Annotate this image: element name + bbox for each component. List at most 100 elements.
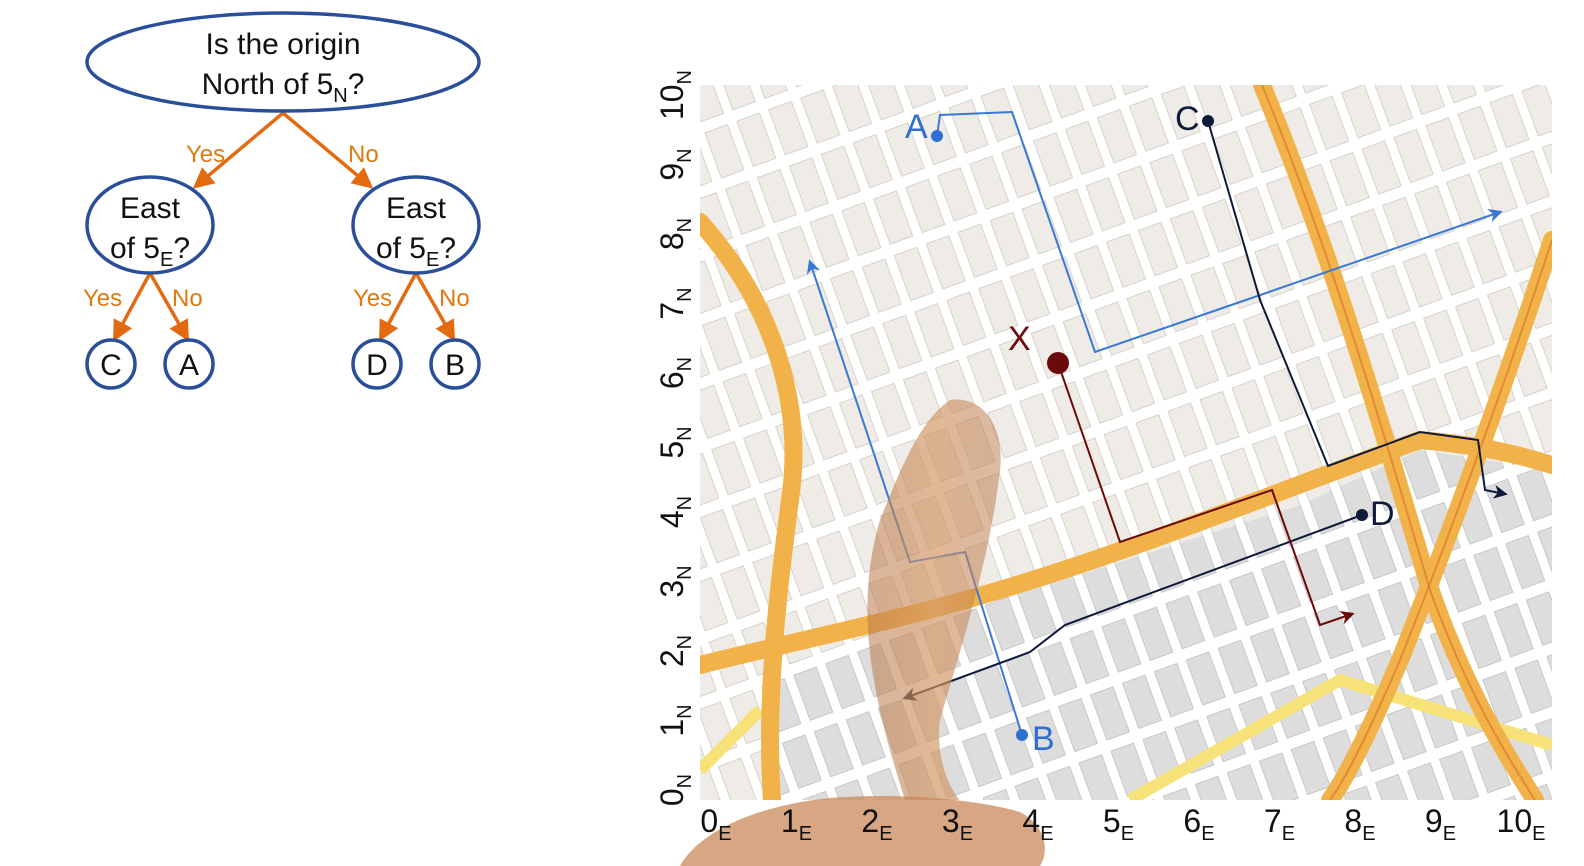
y-axis-label-6: 6N bbox=[654, 357, 696, 389]
left-node-line2-sub: E bbox=[160, 249, 173, 271]
y-axis-label-suffix: N bbox=[674, 218, 696, 232]
edge-right-d bbox=[379, 272, 418, 342]
right-node-line2: of 5E? bbox=[376, 232, 456, 271]
x-axis-label-suffix: E bbox=[1362, 823, 1375, 845]
right-node-line2-tail: ? bbox=[439, 232, 456, 265]
left-node-line2-tail: ? bbox=[173, 232, 190, 265]
y-axis-label-suffix: N bbox=[674, 496, 696, 510]
right-node-shape bbox=[351, 175, 481, 275]
left-node-line2-main: of 5 bbox=[110, 232, 160, 265]
x-axis-label-value: 7 bbox=[1264, 803, 1282, 839]
edge-right-b bbox=[414, 272, 456, 342]
y-axis-label-suffix: N bbox=[674, 148, 696, 162]
y-axis-label-value: 3 bbox=[654, 580, 690, 598]
point-a-dot bbox=[931, 130, 943, 142]
x-axis-label-value: 4 bbox=[1022, 803, 1040, 839]
highway-casing bbox=[1261, 85, 1552, 800]
point-x-dot bbox=[1047, 352, 1069, 374]
edge-label-no-left: No bbox=[172, 285, 203, 312]
x-axis-label-1: 1E bbox=[781, 803, 812, 845]
y-axis-label-2: 2N bbox=[654, 635, 696, 667]
y-axis-label-1: 1N bbox=[654, 704, 696, 736]
right-node-line1: East bbox=[386, 192, 447, 225]
edge-label-yes-right: Yes bbox=[353, 285, 392, 312]
y-axis-label-value: 0 bbox=[654, 788, 690, 806]
leaf-c-label: C bbox=[100, 349, 122, 382]
y-axis-label-value: 9 bbox=[654, 163, 690, 181]
y-axis-label-4: 4N bbox=[654, 496, 696, 528]
point-c-dot bbox=[1202, 115, 1214, 127]
leaf-b-shape bbox=[429, 338, 481, 390]
y-axis-label-suffix: N bbox=[674, 565, 696, 579]
hand-overlay bbox=[680, 795, 1045, 866]
right-node-line2-main: of 5 bbox=[376, 232, 426, 265]
finger-overlay bbox=[867, 399, 1001, 800]
route-c bbox=[1207, 120, 1508, 499]
leaf-d: D bbox=[351, 338, 403, 390]
root-node-line2: North of 5N? bbox=[202, 68, 365, 107]
y-axis-label-value: 1 bbox=[654, 719, 690, 737]
leaf-d-label: D bbox=[366, 349, 388, 382]
x-axis-label-suffix: E bbox=[1532, 823, 1545, 845]
x-axis-label-value: 8 bbox=[1344, 803, 1362, 839]
x-axis-label-value: 1 bbox=[781, 803, 799, 839]
x-axis-label-value: 3 bbox=[942, 803, 960, 839]
root-node: Is the origin North of 5N? bbox=[85, 11, 481, 113]
edge-left-c bbox=[113, 272, 152, 342]
y-axis-label-10: 10N bbox=[654, 70, 696, 120]
tree-edges bbox=[113, 111, 456, 342]
x-axis-label-7: 7E bbox=[1264, 803, 1295, 845]
highway-ew bbox=[700, 430, 1552, 674]
point-d-dot bbox=[1356, 509, 1368, 521]
x-axis-label-4: 4E bbox=[1022, 803, 1053, 845]
leaf-b-label: B bbox=[445, 349, 465, 382]
left-node-line1: East bbox=[120, 192, 181, 225]
x-axis-label-suffix: E bbox=[1443, 823, 1456, 845]
x-axis-label-5: 5E bbox=[1103, 803, 1134, 845]
x-axis-label-value: 2 bbox=[861, 803, 879, 839]
left-node-shape bbox=[85, 175, 215, 275]
x-axis-label-8: 8E bbox=[1344, 803, 1375, 845]
x-axis-label-9: 9E bbox=[1425, 803, 1456, 845]
route-x bbox=[1057, 362, 1355, 627]
y-axis-label-value: 6 bbox=[654, 371, 690, 389]
point-c-label: C bbox=[1175, 100, 1200, 138]
y-axis-label-3: 3N bbox=[654, 565, 696, 597]
point-a-label: A bbox=[905, 108, 928, 146]
highway-diag-2-centerline bbox=[1329, 239, 1552, 800]
right-node-line2-sub: E bbox=[426, 249, 439, 271]
y-axis-label-8: 8N bbox=[654, 218, 696, 250]
y-axis-label-value: 5 bbox=[654, 441, 690, 459]
highway-diag-1-centerline bbox=[1261, 85, 1536, 800]
route-d bbox=[902, 514, 1363, 701]
point-d-label: D bbox=[1370, 495, 1395, 533]
y-axis-label-value: 2 bbox=[654, 649, 690, 667]
y-axis-label-suffix: N bbox=[674, 704, 696, 718]
x-axis-label-value: 0 bbox=[700, 803, 718, 839]
minor-road-southwest bbox=[700, 705, 765, 775]
x-axis-label-suffix: E bbox=[879, 823, 892, 845]
leaf-a-label: A bbox=[179, 349, 199, 382]
right-node: East of 5E? bbox=[351, 175, 481, 275]
y-axis-label-0: 0N bbox=[654, 774, 696, 806]
y-axis-label-value: 10 bbox=[654, 84, 690, 120]
y-axis-label-suffix: N bbox=[674, 357, 696, 371]
point-b-dot bbox=[1016, 729, 1028, 741]
edge-left-a bbox=[148, 272, 190, 342]
x-axis-label-suffix: E bbox=[718, 823, 731, 845]
y-axis-label-value: 4 bbox=[654, 510, 690, 528]
edge-label-no-right: No bbox=[439, 285, 470, 312]
x-axis-label-value: 6 bbox=[1183, 803, 1201, 839]
edge-label-no-root: No bbox=[348, 141, 379, 168]
routes bbox=[806, 110, 1508, 736]
route-a bbox=[936, 110, 1503, 354]
leaf-a-shape bbox=[163, 338, 215, 390]
y-axis-label-suffix: N bbox=[674, 426, 696, 440]
x-axis-label-suffix: E bbox=[960, 823, 973, 845]
root-node-line2-main: North of 5 bbox=[202, 68, 334, 101]
x-axis-label-suffix: E bbox=[1040, 823, 1053, 845]
y-axis-label-suffix: N bbox=[674, 635, 696, 649]
